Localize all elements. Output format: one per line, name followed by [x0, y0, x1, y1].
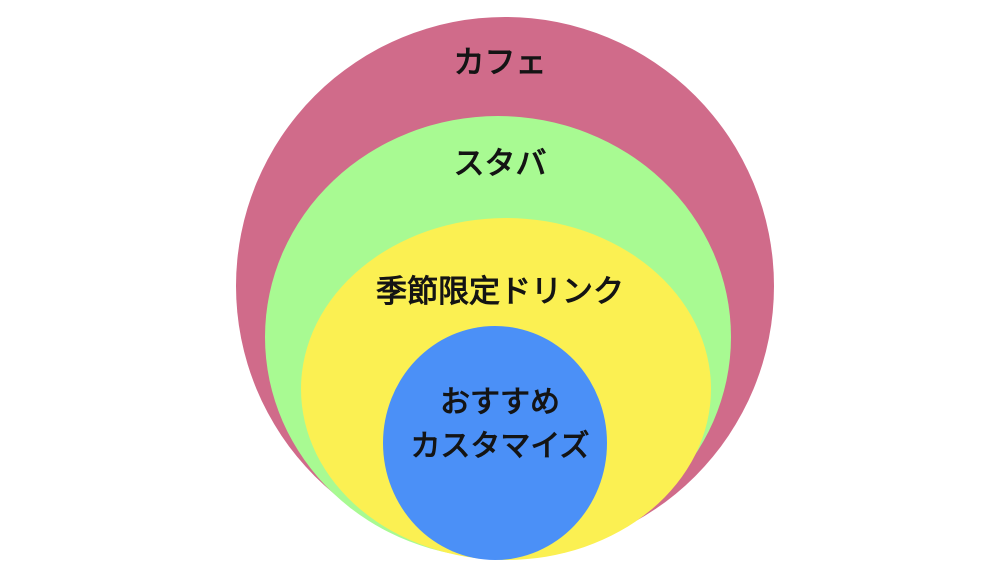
label-recommended: おすすめ: [440, 385, 560, 420]
label-cafe: カフェ: [453, 45, 547, 81]
circle-recommended-customize: [383, 326, 607, 560]
label-starbucks: スタバ: [453, 146, 547, 182]
label-seasonal-drinks: 季節限定ドリンク: [376, 274, 624, 310]
label-customize: カスタマイズ: [410, 429, 590, 464]
